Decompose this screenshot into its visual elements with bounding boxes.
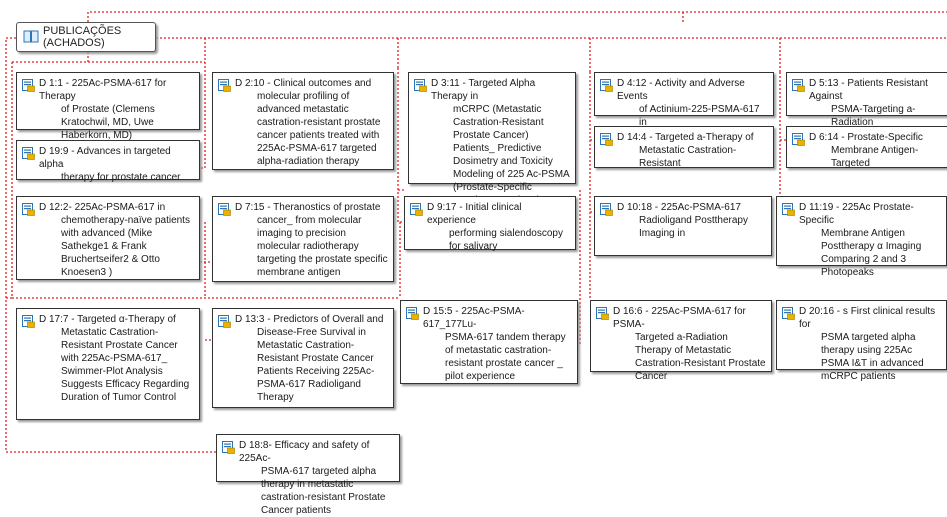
document-title-first-line: D 10:18 - 225Ac-PSMA-617 — [617, 202, 741, 213]
document-quote-icon — [600, 133, 613, 146]
document-title-continuation: molecular profiling of advanced metastat… — [257, 91, 381, 167]
document-quote-icon — [600, 203, 613, 216]
document-node[interactable]: D 19:9 - Advances in targeted alpha thera… — [16, 140, 200, 183]
document-title-first-line: D 20:16 - s First clinical results for — [799, 306, 936, 330]
document-node[interactable]: D 17:7 - Targeted α-Therapy of Metastatic… — [16, 308, 200, 420]
document-title-first-line: D 15:5 - 225Ac-PSMA-617_177Lu- — [423, 306, 525, 330]
document-title-continuation: Membrane Antigen-Targeted — [831, 145, 919, 169]
document-quote-icon — [218, 203, 231, 216]
document-title-first-line: D 2:10 - Clinical outcomes and — [235, 78, 372, 89]
document-title-continuation: Targeted a-Radiation Therapy of Metastat… — [635, 332, 766, 382]
document-title-first-line: D 17:7 - Targeted α-Therapy of — [39, 314, 176, 325]
document-node[interactable]: D 15:5 - 225Ac-PSMA-617_177Lu-PSMA-617 t… — [400, 300, 578, 384]
document-quote-icon — [782, 307, 795, 320]
document-title-first-line: D 19:9 - Advances in targeted alpha — [39, 146, 171, 170]
root-node-label: PUBLICAÇÕES (ACHADOS) — [43, 25, 122, 49]
document-quote-icon — [782, 203, 795, 216]
document-title-continuation: PSMA-617 tandem therapy of metastatic ca… — [445, 332, 566, 382]
document-quote-icon — [22, 203, 35, 216]
document-title-continuation: therapy for prostate cancer — [61, 172, 181, 183]
document-title-continuation: chemotherapy-naïve patients with advance… — [61, 215, 190, 278]
document-quote-icon — [414, 79, 427, 92]
document-title-first-line: D 12:2- 225Ac-PSMA-617 in — [39, 202, 166, 213]
document-quote-icon — [596, 307, 609, 320]
connector-lines — [5, 11, 947, 453]
document-quote-icon — [218, 79, 231, 92]
document-node[interactable]: D 14:4 - Targeted a-Therapy of Metastatic… — [594, 126, 774, 169]
document-title-continuation: mCRPC (Metastatic Castration-Resistant P… — [453, 104, 570, 206]
document-quote-icon — [792, 79, 805, 92]
document-title-continuation: PSMA-Targeting a-Radiation — [831, 104, 916, 128]
document-title-continuation: Metastatic Castration-Resistant — [639, 145, 737, 169]
document-quote-icon — [410, 203, 423, 216]
document-title-continuation: of Prostate (Clemens Kratochwil, MD, Uwe… — [61, 104, 155, 141]
document-quote-icon — [218, 315, 231, 328]
document-node[interactable]: D 16:6 - 225Ac-PSMA-617 for PSMA-Targete… — [590, 300, 772, 382]
document-title-first-line: D 7:15 - Theranostics of prostate — [235, 202, 381, 213]
document-title-continuation: cancer_ from molecular imaging to precis… — [257, 215, 388, 278]
document-title-continuation: PSMA-617 targeted alpha therapy in metas… — [261, 466, 386, 516]
document-node[interactable]: D 2:10 - Clinical outcomes and molecular … — [212, 72, 394, 170]
document-title-continuation: Metastatic Castration-Resistant Prostate… — [61, 327, 190, 403]
document-title-continuation: of Actinium-225-PSMA-617 in — [639, 104, 760, 128]
document-node[interactable]: D 7:15 - Theranostics of prostate cancer_… — [212, 196, 394, 282]
document-quote-icon — [600, 79, 613, 92]
document-title-first-line: D 6:14 - Prostate-Specific — [809, 132, 923, 143]
document-title-first-line: D 4:12 - Activity and Adverse Events — [617, 78, 745, 102]
document-title-first-line: D 13:3 - Predictors of Overall and — [235, 314, 384, 325]
book-icon — [23, 30, 39, 44]
document-quote-icon — [222, 441, 235, 454]
document-quote-icon — [792, 133, 805, 146]
document-quote-icon — [22, 147, 35, 160]
document-node[interactable]: D 18:8- Efficacy and safety of 225Ac-PSM… — [216, 434, 400, 516]
document-title-first-line: D 18:8- Efficacy and safety of 225Ac- — [239, 440, 370, 464]
document-title-continuation: Radioligand Posttherapy Imaging in — [639, 215, 748, 239]
document-title-continuation: Disease-Free Survival in Metastatic Cast… — [257, 327, 375, 403]
root-node-publicacoes[interactable]: PUBLICAÇÕES (ACHADOS) — [16, 22, 156, 52]
document-title-first-line: D 5:13 - Patients Resistant Against — [809, 78, 928, 102]
document-quote-icon — [22, 79, 35, 92]
document-title-first-line: D 3:11 - Targeted Alpha Therapy in — [431, 78, 536, 102]
document-title-first-line: D 14:4 - Targeted a-Therapy of — [617, 132, 754, 143]
document-node[interactable]: D 12:2- 225Ac-PSMA-617 in chemotherapy-na… — [16, 196, 200, 280]
document-quote-icon — [22, 315, 35, 328]
document-title-first-line: D 11:19 - 225Ac Prostate-Specific — [799, 202, 914, 226]
document-title-continuation: PSMA targeted alpha therapy using 225Ac … — [821, 332, 924, 382]
document-title-continuation: performing sialendoscopy for salivary — [449, 228, 563, 252]
document-title-first-line: D 16:6 - 225Ac-PSMA-617 for PSMA- — [613, 306, 746, 330]
document-quote-icon — [406, 307, 419, 320]
document-title-continuation: Membrane Antigen Posttherapy α Imaging C… — [821, 228, 922, 278]
document-title-first-line: D 1:1 - 225Ac-PSMA-617 for Therapy — [39, 78, 167, 102]
document-title-first-line: D 9:17 - Initial clinical experience — [427, 202, 522, 226]
